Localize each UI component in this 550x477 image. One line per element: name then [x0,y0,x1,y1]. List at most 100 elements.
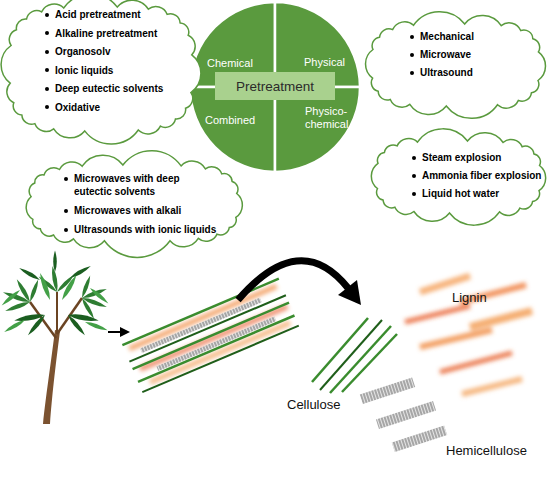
bamboo-leaf [38,272,52,301]
bamboo-leaf [69,264,92,279]
bamboo-leaf [53,250,57,272]
center-box: Pretreatment [215,72,335,100]
bullet-dot [410,53,414,57]
bamboo-leaf [3,318,26,333]
bullet-dot [45,13,49,17]
cellulose-strand [138,316,294,382]
lignin-streak [462,379,522,394]
bullet-dot [45,31,49,35]
curved-arrow [238,261,348,300]
method-name: Acid pretreatment [55,9,141,20]
bamboo-leaf [66,314,86,337]
text-area: Physical [304,56,359,69]
method-name: Steam explosion [422,152,501,163]
bamboo-tree [0,250,109,424]
method-cloud: Steam explosionAmmonia fiber explosionLi… [370,134,547,220]
lignin-streak [470,311,532,327]
text-area: Physico-chemical [305,105,353,131]
method-name: Microwaves with alkali [74,205,181,216]
lignin-streak [420,276,470,292]
list-item: Liquid hot water [412,187,542,200]
component-label: Cellulose [287,397,340,412]
cloud-path [26,151,242,258]
cellulose-strand [142,326,298,392]
bullet-dot [64,209,68,213]
lignin-fragments [405,276,532,394]
cellulose-strand [342,334,397,392]
bullet-dot [410,71,414,75]
list-item: Acid pretreatment [45,8,190,21]
hemicellulose-chain [392,426,447,453]
hemicellulose-chains [360,378,447,453]
bamboo-leaf [18,266,41,281]
cellulose-strand [330,326,391,393]
cloud-path [366,12,546,119]
text-area: Combined [205,114,270,127]
lignin-strand [140,307,287,370]
method-name: Mechanical [420,31,474,42]
lignin-streak [420,330,492,347]
sector-path [275,87,360,172]
bamboo-leaf [60,274,79,301]
component-label: Lignin [452,290,487,305]
curved-arrow-head [338,280,361,305]
cloud-path [371,129,545,225]
category-name: Combined [205,114,270,127]
tree-branch [30,302,56,338]
bullet-dot [410,35,414,39]
sector-path [190,87,275,172]
method-name: Microwave [420,49,471,60]
cellulose-strand [122,279,278,345]
bullet-dot [45,105,49,109]
bullet-dot [45,50,49,54]
fibre-bundle [122,279,298,392]
list-item: Microwaves with deep eutectic solvents [64,172,202,198]
cloud-path [1,0,201,144]
bamboo-leaf [84,320,108,332]
bamboo-leaf [28,279,40,303]
bamboo-leaf [15,278,32,303]
bullet-dot [412,192,416,196]
category-name: Physico-chemical [305,105,353,131]
list-item: Ionic liquids [45,64,190,77]
method-name: Ultrasound [420,67,473,78]
hemicellulose-strand [140,298,262,353]
text-area: Pretreatment [215,72,335,100]
bullet-dot [412,174,416,178]
component-label: Hemicellulose [446,443,527,458]
text-area: MechanicalMicrowaveUltrasound [410,30,535,84]
text-area: Acid pretreatmentAlkaline pretreatmentOr… [45,8,190,119]
cellulose-strand [133,303,289,369]
method-cloud: Microwaves with deep eutectic solventsMi… [24,158,244,248]
list-item: Oxidative [45,101,190,114]
method-name: Ultrasounds with ionic liquids [74,224,216,235]
list-item: Microwave [410,48,535,61]
method-name: Microwaves with deep eutectic solvents [74,173,180,197]
hemicellulose-chain [376,401,436,429]
center-title: Pretreatment [236,79,314,94]
method-name: Liquid hot water [422,188,499,199]
category-name: Chemical [207,57,267,70]
lignin-streak [440,353,512,372]
bamboo-leaf [89,286,110,304]
list-item: Microwaves with alkali [64,204,234,217]
method-cloud: Acid pretreatmentAlkaline pretreatmentOr… [3,0,199,138]
list-item: Deep eutectic solvents [45,82,190,95]
bullet-dot [45,68,49,72]
list-item: Alkaline pretreatment [45,27,190,40]
bamboo-leaf [0,288,21,306]
method-name: Organosolv [55,46,111,57]
tree-trunk [43,330,60,424]
text-area: Chemical [207,57,267,70]
list-item: Steam explosion [412,151,542,164]
method-cloud: MechanicalMicrowaveUltrasound [365,17,546,113]
bamboo-leaf [80,275,92,299]
bullet-dot [64,228,68,232]
list-item: Ammonia fiber explosion [412,169,542,182]
list-item: Ultrasounds with ionic liquids [64,223,234,236]
list-item: Ultrasound [410,66,535,79]
cellulose-strand [320,320,382,390]
method-name: Alkaline pretreatment [55,28,157,39]
lignin-streak [405,306,470,322]
method-name: Ammonia fiber explosion [422,170,541,181]
